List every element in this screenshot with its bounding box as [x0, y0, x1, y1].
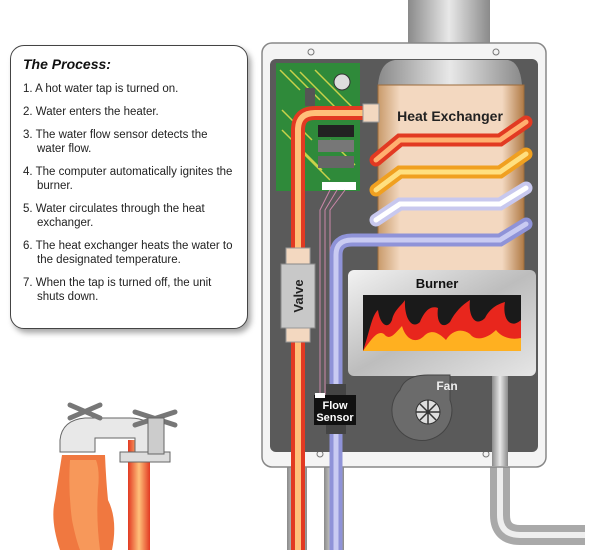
flow-sensor: Flow Sensor	[314, 384, 356, 434]
process-step: 4. The computer automatically ignites th…	[23, 166, 233, 192]
process-steps-list: 1. A hot water tap is turned on. 2. Wate…	[23, 82, 237, 304]
fan: Fan	[391, 374, 458, 441]
burner-label: Burner	[416, 276, 459, 291]
process-step: 5. Water circulates through the heat exc…	[23, 203, 205, 229]
valve-label: Valve	[291, 279, 306, 312]
heat-exchanger-coils	[369, 115, 533, 227]
control-circuit-board	[276, 63, 360, 400]
fan-label: Fan	[436, 379, 457, 393]
process-step: 2. Water enters the heater.	[23, 106, 159, 118]
flow-sensor-label-line2: Sensor	[316, 412, 354, 424]
valve: Valve	[280, 247, 316, 343]
burner: Burner	[348, 270, 536, 376]
process-step: 1. A hot water tap is turned on.	[23, 83, 179, 95]
process-step: 6. The heat exchanger heats the water to…	[23, 240, 233, 266]
gas-pipe-elbow	[490, 462, 585, 545]
process-title: The Process:	[23, 56, 111, 72]
process-steps-box: The Process: 1. A hot water tap is turne…	[10, 45, 248, 329]
process-step: 3. The water flow sensor detects the wat…	[23, 129, 208, 155]
faucet-icon	[53, 402, 178, 550]
exhaust-flue	[408, 0, 490, 48]
flow-sensor-label-line1: Flow	[322, 400, 347, 412]
exchanger-hood	[378, 60, 522, 85]
heat-exchanger-label: Heat Exchanger	[397, 108, 503, 124]
process-step: 7. When the tap is turned off, the unit …	[23, 277, 212, 303]
